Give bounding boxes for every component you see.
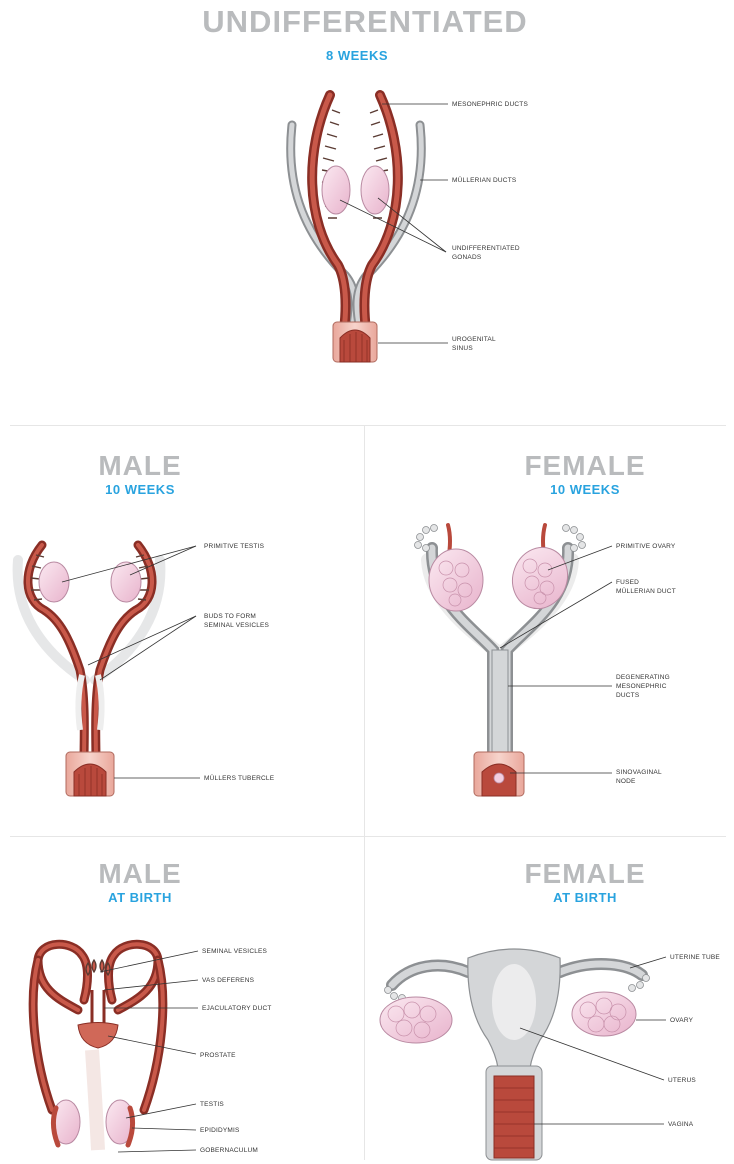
label-prostate: PROSTATE — [200, 1051, 236, 1060]
label-primitive-testis: PRIMITIVE TESTIS — [204, 542, 264, 551]
male10-illustration — [18, 545, 200, 796]
label-degen-line1: DEGENERATING — [616, 673, 670, 682]
label-node-line2: NODE — [616, 777, 636, 786]
label-undiff-gonads-line1: UNDIFFERENTIATED — [452, 244, 520, 253]
label-gobernaculum: GOBERNACULUM — [200, 1146, 258, 1155]
label-uterine-tube: UTERINE TUBE — [670, 953, 720, 962]
femalebirth-illustration — [380, 949, 666, 1160]
female10-illustration — [415, 525, 613, 797]
malebirth-illustration — [33, 944, 198, 1152]
label-undiff-gonads-line2: GONADS — [452, 253, 481, 262]
label-degen-line2: MESONEPHRIC — [616, 682, 667, 691]
label-mullerian-ducts: MÜLLERIAN DUCTS — [452, 176, 516, 185]
label-fused-line1: FUSED — [616, 578, 639, 587]
label-urogenital-sinus-line2: SINUS — [452, 344, 473, 353]
label-vas-deferens: VAS DEFERENS — [202, 976, 254, 985]
label-buds-line1: BUDS TO FORM — [204, 612, 256, 621]
label-epididymis: EPIDIDYMIS — [200, 1126, 240, 1135]
label-uterus: UTERUS — [668, 1076, 696, 1085]
label-degen-line3: DUCTS — [616, 691, 639, 700]
label-node-line1: SINOVAGINAL — [616, 768, 662, 777]
label-vagina: VAGINA — [668, 1120, 693, 1129]
label-primitive-ovary: PRIMITIVE OVARY — [616, 542, 675, 551]
label-urogenital-sinus-line1: UROGENITAL — [452, 335, 496, 344]
label-ovary: OVARY — [670, 1016, 693, 1025]
label-testis: TESTIS — [200, 1100, 224, 1109]
label-buds-line2: SEMINAL VESICLES — [204, 621, 269, 630]
undiff-illustration — [291, 95, 448, 362]
label-mullers-tubercle: MÜLLERS TUBERCLE — [204, 774, 274, 783]
label-seminal-vesicles: SEMINAL VESICLES — [202, 947, 267, 956]
label-mesonephric-ducts: MESONEPHRIC DUCTS — [452, 100, 528, 109]
label-ejaculatory-duct: EJACULATORY DUCT — [202, 1004, 272, 1013]
label-fused-line2: MÜLLERIAN DUCT — [616, 587, 676, 596]
